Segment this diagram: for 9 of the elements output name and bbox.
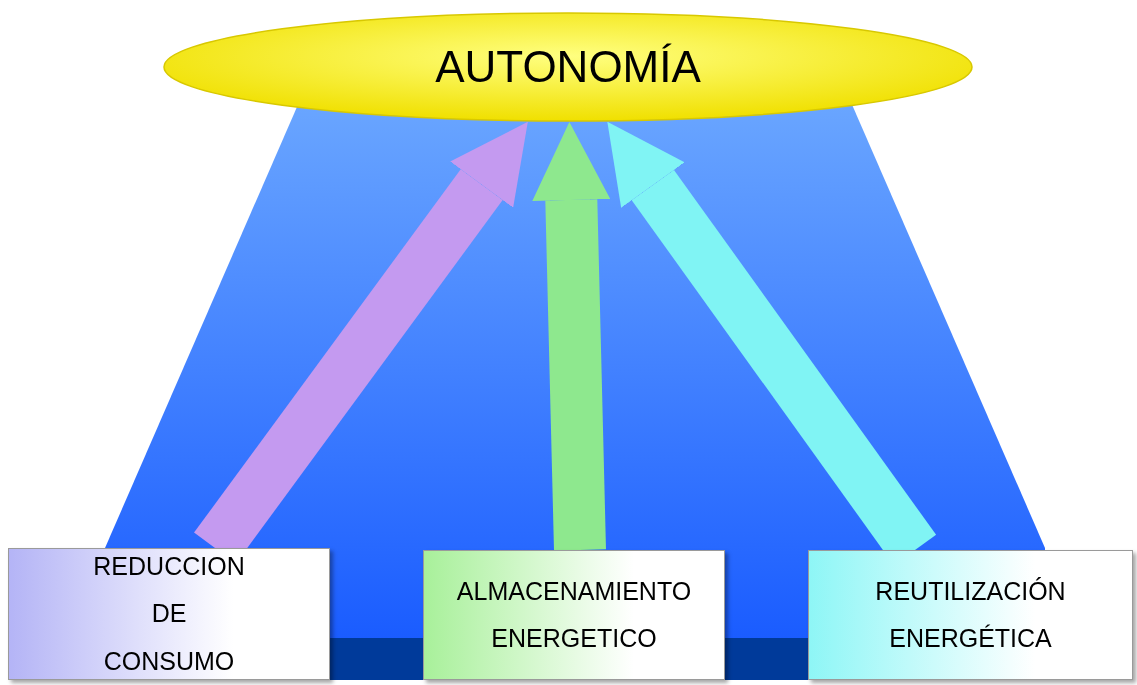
label-box: [808, 550, 1133, 680]
node-text: REUTILIZACIÓN ENERGÉTICA: [874, 575, 1067, 654]
title-text: AUTONOMÍA: [435, 42, 701, 92]
node-text: REDUCCION DE CONSUMO: [92, 550, 246, 677]
node-text: ALMACENAMIENTO ENERGETICO: [455, 575, 693, 654]
label-box: [8, 548, 330, 680]
block-arrow: [532, 122, 611, 551]
ellipse-node: [163, 12, 973, 122]
label-box: [423, 550, 725, 680]
